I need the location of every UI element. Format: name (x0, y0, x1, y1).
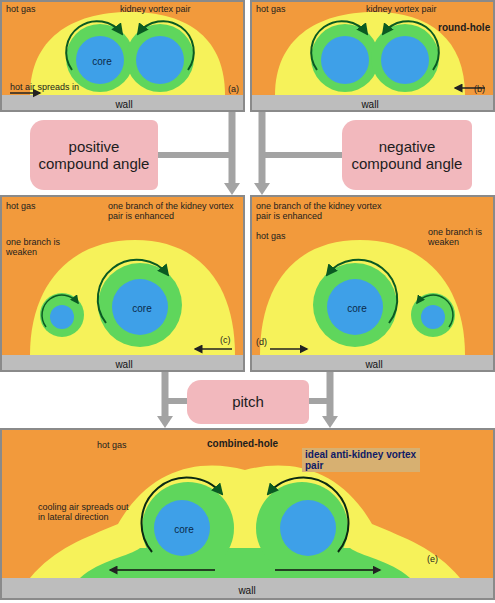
core-label: core (132, 303, 151, 314)
condition-label: pitch (187, 380, 309, 424)
annotation-text: kidney vortex pair (366, 4, 437, 14)
illustration-panel: hot gas one branch of the kidney vortex p… (0, 195, 245, 372)
flow-arrow (224, 112, 240, 195)
annotation-text: (c) (220, 335, 231, 345)
combined-hole-panel (0, 428, 495, 600)
annotation-text: ideal anti-kidney vortex pair (302, 448, 420, 472)
annotation-text: hot gas (256, 231, 286, 241)
condition-label: positive compound angle (30, 120, 158, 190)
annotation-text: hot gas (6, 201, 36, 211)
annotation-text: one branch is weaken (6, 237, 68, 257)
core-label: core (92, 56, 111, 67)
annotation-text: (b) (474, 84, 485, 94)
annotation-text: positive compound angle (30, 134, 158, 177)
annotation-text: (e) (427, 554, 438, 564)
negative-angle-panel (250, 195, 495, 372)
illustration-panel: hot gas kidney vortex pair core hot air spr… (0, 0, 245, 112)
flow-arrow (322, 372, 338, 428)
annotation-text: kidney vortex pair (120, 4, 191, 14)
annotation-text: one branch is weaken (428, 227, 492, 247)
annotation-text: hot air spreads in (10, 82, 79, 92)
annotation-text: pitch (226, 389, 270, 414)
wall-label: wall (115, 99, 132, 110)
condition-label: negative compound angle (342, 120, 472, 190)
core-label: core (174, 524, 193, 535)
wall-label: wall (361, 99, 378, 110)
annotation-text: round-hole (438, 22, 490, 33)
annotation-text: combined-hole (207, 438, 278, 449)
wall-label: wall (238, 585, 255, 596)
annotation-text: (d) (256, 337, 267, 347)
annotation-text: one branch of the kidney vortex pair is … (108, 201, 242, 221)
round-hole-panel (250, 0, 495, 112)
illustration-panel: hot gas combined-hole cooling air spreads … (0, 428, 495, 600)
flow-arrow (157, 372, 173, 428)
positive-angle-panel (0, 195, 245, 372)
annotation-text: hot gas (97, 440, 127, 450)
illustration-panel: one branch of the kidney vortex pair is … (250, 195, 495, 372)
flow-arrow (254, 112, 270, 195)
annotation-text: one branch of the kidney vortex pair is … (256, 201, 390, 221)
round-hole-panel (0, 0, 245, 112)
annotation-text: negative compound angle (342, 134, 472, 177)
annotation-text: cooling air spreads out in lateral direc… (38, 502, 134, 522)
annotation-text: hot gas (6, 4, 36, 14)
illustration-panel: hot gas kidney vortex pairround-hole wall (… (250, 0, 495, 112)
annotation-text: hot gas (256, 4, 286, 14)
wall-label: wall (115, 359, 132, 370)
wall-label: wall (365, 359, 382, 370)
core-label: core (347, 303, 366, 314)
annotation-text: (a) (228, 84, 239, 94)
